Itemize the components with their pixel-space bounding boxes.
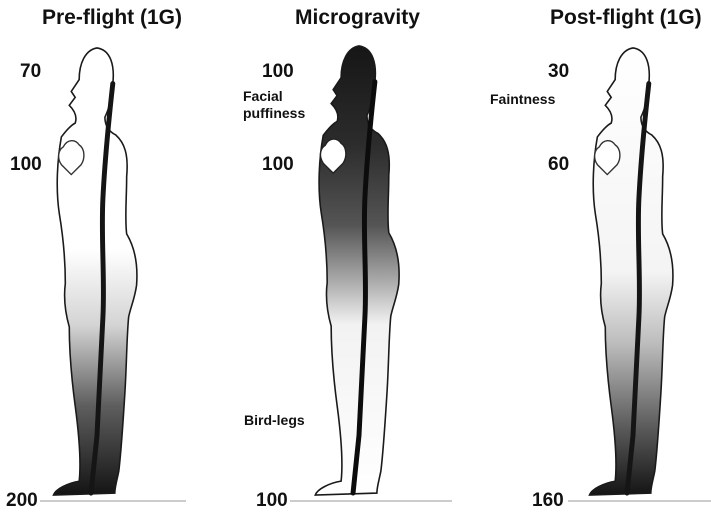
microgravity-feet-value: 100: [256, 490, 288, 512]
facial-puffiness-label: Facial puffiness: [243, 88, 305, 122]
microgravity-chest-value: 100: [262, 154, 294, 176]
postflight-feet-value: 160: [532, 490, 564, 512]
postflight-figure: [589, 48, 672, 495]
bird-legs-label: Bird-legs: [244, 412, 305, 429]
preflight-feet-value: 200: [6, 490, 38, 512]
panel-title-preflight: Pre-flight (1G): [42, 6, 182, 30]
postflight-head-value: 30: [548, 61, 569, 83]
postflight-chest-value: 60: [548, 154, 569, 176]
panel-title-microgravity: Microgravity: [295, 6, 420, 30]
preflight-chest-value: 100: [10, 154, 42, 176]
preflight-head-value: 70: [20, 61, 41, 83]
microgravity-head-value: 100: [262, 61, 294, 83]
faintness-label: Faintness: [490, 91, 555, 108]
preflight-figure: [53, 48, 136, 495]
microgravity-figure: [315, 46, 399, 495]
panel-title-postflight: Post-flight (1G): [550, 6, 702, 30]
